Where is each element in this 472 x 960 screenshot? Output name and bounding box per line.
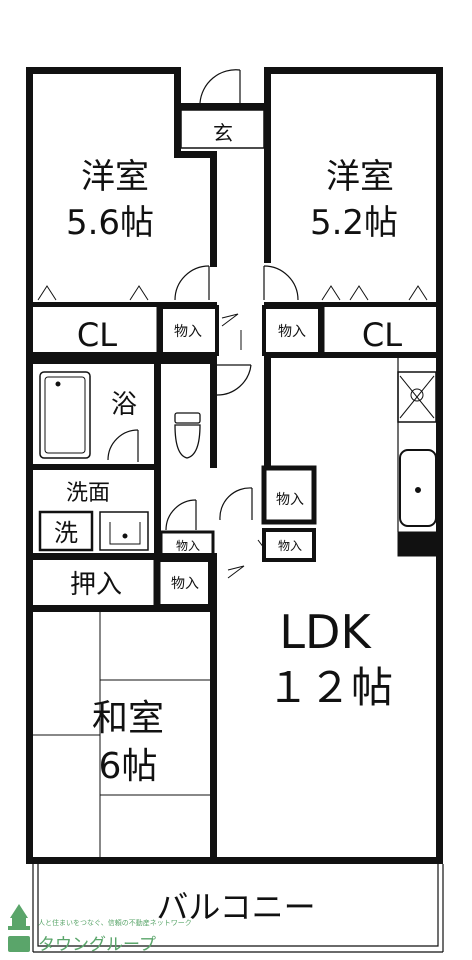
ldk-size: １２帖: [267, 663, 393, 712]
small-storage: [159, 465, 317, 562]
watermark-tagline: 人と住まいをつなぐ、信頼の不動産ネットワーク: [38, 919, 192, 927]
bathtub: [39, 371, 139, 462]
storage-label-right-upper: 物入: [278, 324, 306, 340]
balcony-outline: [32, 864, 444, 953]
storage-label-center-right: 物入: [276, 492, 304, 508]
storage-label-small-right: 物入: [278, 539, 302, 553]
storage-label-left-upper: 物入: [174, 324, 202, 340]
japanese-room-size: 6帖: [99, 746, 158, 787]
oshiire-label: 押入: [70, 570, 122, 600]
room-size-western-left: 5.6帖: [66, 203, 154, 243]
tower-logo: [8, 904, 30, 952]
doors-upper: [174, 265, 299, 301]
japanese-room-label: 和室: [92, 698, 164, 739]
washer-label: 洗: [54, 519, 78, 547]
right-room-walls: [264, 100, 443, 358]
tatami-lines: [33, 612, 214, 857]
bath-label: 浴: [111, 390, 137, 420]
toilet: [174, 364, 252, 459]
closet-label-right: CL: [362, 316, 402, 354]
washroom-fixtures: [38, 499, 197, 552]
closet-row: [156, 305, 325, 356]
oshiire-row: [153, 558, 212, 608]
closet-triangles: [37, 285, 428, 301]
room-size-western-right: 5.2帖: [310, 203, 398, 243]
room-label-western-right: 洋室: [326, 157, 394, 197]
ldk-label: LDK: [279, 605, 372, 659]
closet-label-left: CL: [77, 316, 117, 354]
kitchen: [397, 371, 437, 557]
room-label-western-left: 洋室: [81, 157, 149, 197]
wet-area-walls: [26, 358, 271, 864]
balcony-label: バルコニー: [156, 888, 315, 926]
storage-label-small-left: 物入: [176, 539, 200, 553]
watermark-brand: タウングループ: [38, 935, 156, 955]
entrance-label: 玄: [213, 121, 233, 145]
corridor-marks: [221, 313, 245, 579]
storage-label-left-lower: 物入: [171, 576, 199, 592]
washroom-label: 洗面: [66, 481, 110, 506]
